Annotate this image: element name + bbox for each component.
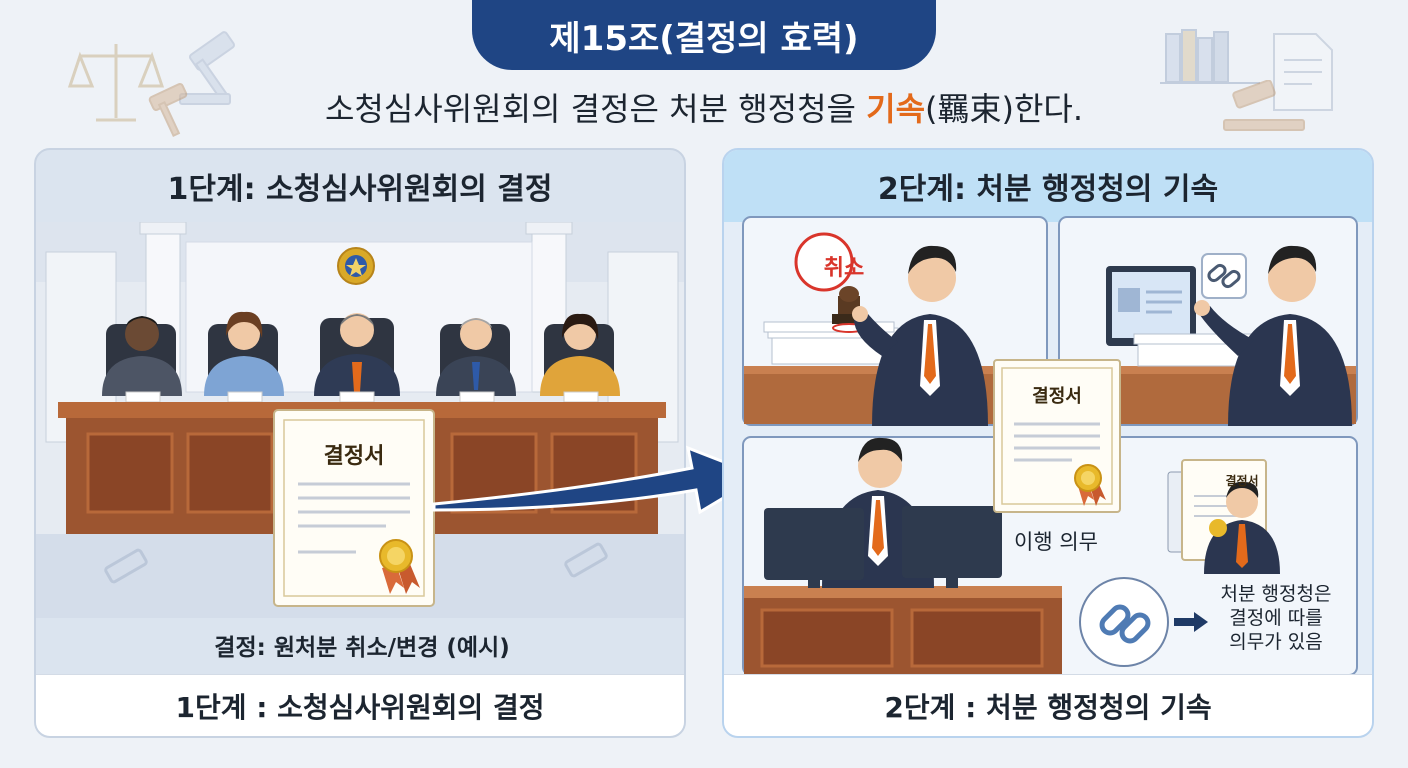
emblem-icon: [337, 247, 375, 285]
official-person: [852, 245, 988, 426]
arrow-right-icon: [432, 445, 764, 515]
stage1-caption: 결정: 원처분 취소/변경 (예시): [214, 635, 510, 661]
hearing-room-scene: [36, 222, 684, 618]
stage1-document-title: 결정서: [323, 444, 385, 469]
subtitle-suffix: (羈束)한다.: [925, 90, 1084, 128]
gavel-icon: [179, 31, 236, 105]
subtitle-highlight: 기속: [866, 90, 926, 128]
obligation-label: 이행 의무: [1014, 530, 1098, 554]
page-title: 제15조(결정의 효력): [472, 0, 936, 70]
stage2-header: 2단계: 처분 행정청의 기속: [724, 150, 1372, 222]
seal-ribbon-icon: [1074, 464, 1106, 506]
computer-monitor: [902, 506, 1002, 588]
stage1-panel: 1단계: 소청심사위원회의 결정: [34, 148, 686, 738]
stage2-document-title: 결정서: [1032, 386, 1082, 407]
stamp-text: 취소: [823, 256, 865, 281]
committee-members: [102, 311, 620, 396]
arrow-right-icon: [1174, 612, 1208, 632]
document-icon: [1273, 33, 1333, 111]
binding-note: 처분 행정청은 결정에 따를 의무가 있음: [1202, 582, 1350, 654]
compliance-scene: [742, 436, 1358, 676]
binding-note-line: 처분 행정청은: [1220, 583, 1332, 605]
gavel-icon: [148, 83, 188, 138]
computer-monitor: [764, 508, 864, 588]
official-person: [1204, 481, 1280, 574]
computer-monitor: [1106, 266, 1196, 346]
stage1-footer: 1단계 : 소청심사위원회의 결정: [36, 674, 684, 736]
books-icon: [1160, 29, 1260, 84]
chain-link-icon: [1201, 253, 1247, 299]
binding-note-line: 결정에 따를: [1229, 607, 1323, 629]
small-document-title: 결정서: [1225, 474, 1259, 488]
seal-ribbon-icon: [379, 539, 420, 594]
stamp-icon: [832, 286, 866, 333]
stage2-footer: 2단계 : 처분 행정청의 기속: [724, 674, 1372, 736]
decision-document: [993, 359, 1121, 513]
stage1-header: 1단계: 소청심사위원회의 결정: [167, 172, 553, 207]
page-subtitle: 소청심사위원회의 결정은 처분 행정청을 기속(羈束)한다.: [0, 84, 1408, 130]
scale-icon: [67, 44, 165, 122]
subtitle-prefix: 소청심사위원회의 결정은 처분 행정청을: [324, 90, 867, 128]
chain-link-icon: [1079, 577, 1169, 667]
decision-document: [273, 409, 435, 607]
stage2-panel: 2단계: 처분 행정청의 기속 취소: [722, 148, 1374, 738]
binding-note-line: 의무가 있음: [1229, 631, 1323, 653]
official-person: [1194, 245, 1352, 426]
gavel-icon: [1223, 80, 1305, 131]
